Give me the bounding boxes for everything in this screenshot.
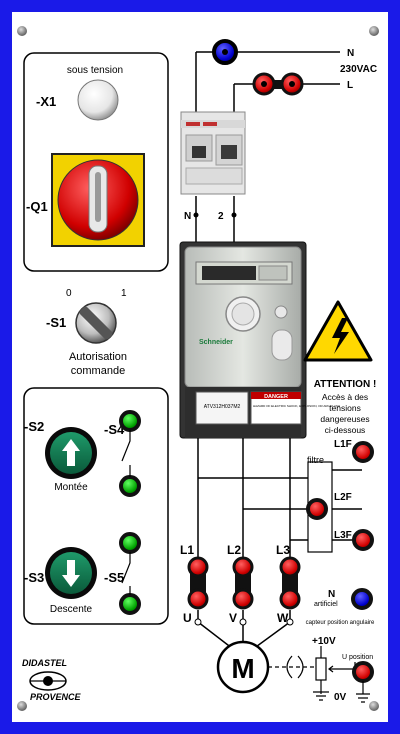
screw-icon: [17, 26, 27, 36]
sensor-plus10: +10V: [312, 636, 336, 647]
s3-caption: Descente: [50, 604, 93, 615]
terminal-dot: [239, 618, 247, 626]
socket-l2f-filter[interactable]: [306, 498, 328, 520]
circuit-breaker[interactable]: [180, 111, 246, 195]
contact-s4: [121, 430, 131, 477]
terminal-dot: [193, 212, 199, 218]
terminal-dot: [194, 618, 202, 626]
s1-caption-2: commande: [71, 365, 125, 377]
socket-l3f[interactable]: [352, 529, 374, 551]
l1f-label: L1F: [334, 439, 352, 450]
selector-switch-s1[interactable]: [75, 302, 117, 344]
s1-pos0: 0: [66, 288, 72, 299]
sensor-title: capteur position angulaire: [306, 620, 375, 626]
socket-s5-top[interactable]: [119, 532, 141, 554]
socket-s4-bottom[interactable]: [119, 475, 141, 497]
l2-label: L2: [227, 543, 241, 557]
potentiometer-symbol: [313, 646, 356, 701]
n-artificiel-sub: artificiel: [314, 601, 338, 608]
s1-label: -S1: [46, 315, 66, 330]
indicator-box: [23, 52, 169, 272]
warning-line-2: tensions: [329, 403, 361, 413]
breaker-2-label: 2: [218, 211, 224, 222]
socket-n-artificiel[interactable]: [351, 588, 373, 610]
x1-label: -X1: [36, 94, 56, 109]
drive-danger-header: DANGER: [264, 394, 288, 400]
plug-l1-u[interactable]: [187, 556, 209, 610]
pushbutton-s2-up[interactable]: [45, 427, 97, 479]
supply-voltage-label: 230VAC: [340, 64, 377, 75]
screw-icon: [369, 26, 379, 36]
drive-danger-text: HAZARD OF ELECTRIC SHOCK, EXPLOSION, OR …: [253, 404, 340, 408]
l3-label: L3: [276, 543, 290, 557]
s2-caption: Montée: [54, 482, 88, 493]
u-position-label: U position: [342, 654, 373, 661]
ground-symbol: [356, 681, 370, 703]
socket-l1f[interactable]: [352, 441, 374, 463]
s4-label: -S4: [104, 422, 125, 437]
warning-title: ATTENTION !: [314, 379, 377, 390]
logo-icon: [29, 671, 67, 691]
screw-icon: [17, 701, 27, 711]
socket-s4-top[interactable]: [119, 410, 141, 432]
drive-esc-button[interactable]: [271, 329, 293, 361]
plug-l2-v[interactable]: [232, 556, 254, 610]
pushbutton-box: [23, 387, 169, 625]
n-artificiel-label: N: [328, 589, 335, 600]
warning-line-4: ci-dessous: [325, 425, 366, 435]
motor-wiring: [197, 438, 362, 653]
pushbutton-s3-down[interactable]: [45, 547, 97, 599]
breaker-n-label: N: [184, 211, 191, 222]
logo-line-1: DIDASTEL: [22, 658, 67, 668]
plug-supply-n[interactable]: [212, 39, 238, 65]
supply-n-label: N: [347, 48, 354, 59]
logo-line-2: PROVENCE: [30, 692, 82, 702]
s1-caption-1: Autorisation: [69, 351, 127, 363]
sensor-zero: 0V: [334, 692, 347, 703]
v-label: V: [229, 611, 237, 625]
drive-jog-dial[interactable]: [225, 296, 261, 332]
w-label: W: [277, 611, 289, 625]
indicator-label: sous tension: [67, 65, 123, 76]
socket-s5-bottom[interactable]: [119, 593, 141, 615]
plug-l3-w[interactable]: [279, 556, 301, 610]
s1-pos1: 1: [121, 288, 127, 299]
motor-symbol-label: M: [231, 653, 254, 684]
socket-u-position[interactable]: [352, 661, 374, 683]
plug-supply-l[interactable]: [252, 72, 304, 96]
warning-line-3: dangereuses: [320, 414, 369, 424]
q1-label: -Q1: [26, 199, 48, 214]
high-voltage-icon: [303, 300, 373, 362]
drive-model: ATV312H037M2: [204, 404, 241, 410]
l1-label: L1: [180, 543, 194, 557]
filter-label: filtre: [307, 455, 324, 465]
l3f-label: L3F: [334, 530, 352, 541]
screw-icon: [369, 701, 379, 711]
drive-ok-button[interactable]: [274, 305, 288, 319]
supply-l-label: L: [347, 80, 353, 91]
shaft-coupling: [268, 655, 320, 679]
warning-line-1: Accès à des: [322, 392, 368, 402]
terminal-dot: [231, 212, 237, 218]
contact-s5: [121, 552, 131, 595]
indicator-lamp: [77, 79, 119, 121]
terminal-dot: [286, 618, 294, 626]
s3-label: -S3: [24, 570, 44, 585]
s2-label: -S2: [24, 419, 44, 434]
main-disconnect-switch[interactable]: [51, 153, 145, 247]
s5-label: -S5: [104, 570, 124, 585]
l2f-label: L2F: [334, 492, 352, 503]
u-label: U: [183, 611, 192, 625]
drive-brand: Schneider: [199, 339, 233, 346]
